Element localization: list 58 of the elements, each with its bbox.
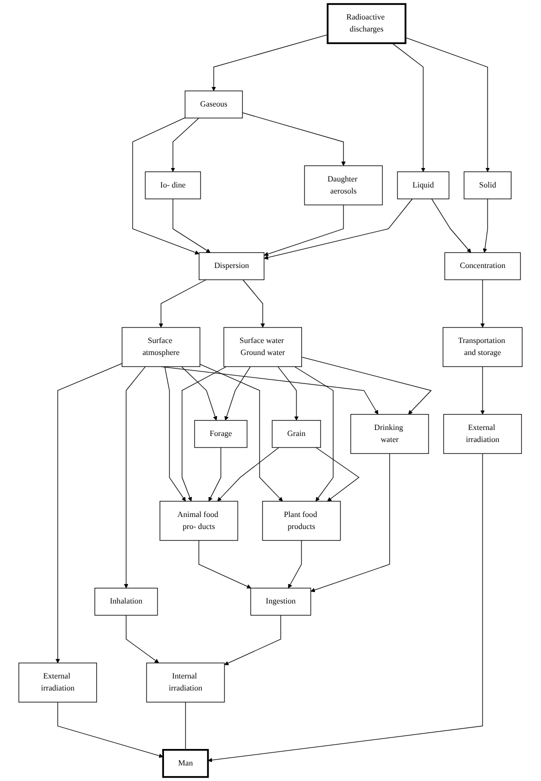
node-box: Transportation and storage (442, 327, 522, 367)
node-box: Daughter aerosols (304, 165, 383, 206)
arrow (172, 198, 211, 253)
arrow (294, 366, 334, 502)
arrow (405, 37, 490, 172)
arrow (212, 34, 328, 92)
arrow (431, 198, 472, 253)
arrow (208, 447, 222, 502)
node-box: External irradiation (18, 662, 97, 702)
node-box: Surface water Ground water (224, 327, 302, 367)
node-box: Dispersion (198, 252, 264, 280)
arrow (124, 366, 146, 588)
node-box: Forage (194, 420, 248, 448)
arrow (158, 279, 206, 328)
arrow (56, 363, 122, 664)
arrow (242, 279, 265, 328)
node-box: Concentration (444, 252, 521, 280)
node-box: Surface atmosphere (122, 327, 200, 367)
arrow (164, 366, 186, 502)
node-box: Man (162, 748, 209, 778)
arrow (288, 540, 302, 588)
arrow (132, 117, 200, 255)
node-box: Drinking water (350, 414, 429, 454)
arrow (224, 366, 251, 421)
arrow (126, 614, 159, 664)
arrow (264, 204, 344, 256)
node-box: Grain (272, 420, 321, 448)
node-box: External irradiation (443, 414, 522, 454)
node-box: Radioactive discharges (326, 3, 406, 44)
arrow (316, 447, 360, 502)
node-box: Ingestion (250, 588, 312, 616)
arrow (57, 702, 164, 758)
node-box: Animal food pro- ducts (160, 500, 238, 541)
node-box: Gaseous (184, 90, 243, 118)
arrow (310, 453, 390, 592)
node-box: Inhalation (94, 588, 158, 616)
node-box: Internal irradiation (146, 662, 225, 702)
arrow (301, 356, 432, 415)
arrow (217, 447, 280, 502)
node-box: Io- dine (144, 171, 201, 200)
connector (185, 702, 186, 750)
arrow (170, 118, 200, 172)
arrow (181, 366, 218, 421)
arrow (224, 614, 282, 666)
arrow (182, 366, 227, 502)
arrow (480, 366, 485, 415)
arrow (264, 198, 413, 260)
arrow (278, 366, 299, 421)
arrow (198, 540, 252, 588)
node-box: Solid (464, 171, 512, 200)
arrow (480, 279, 485, 328)
node-box: Plant food products (262, 500, 341, 541)
arrow (242, 112, 346, 166)
arrow (208, 453, 483, 762)
arrow (200, 364, 283, 502)
node-box: Liquid (397, 171, 450, 200)
arrow (482, 198, 488, 253)
arrow (392, 42, 426, 172)
